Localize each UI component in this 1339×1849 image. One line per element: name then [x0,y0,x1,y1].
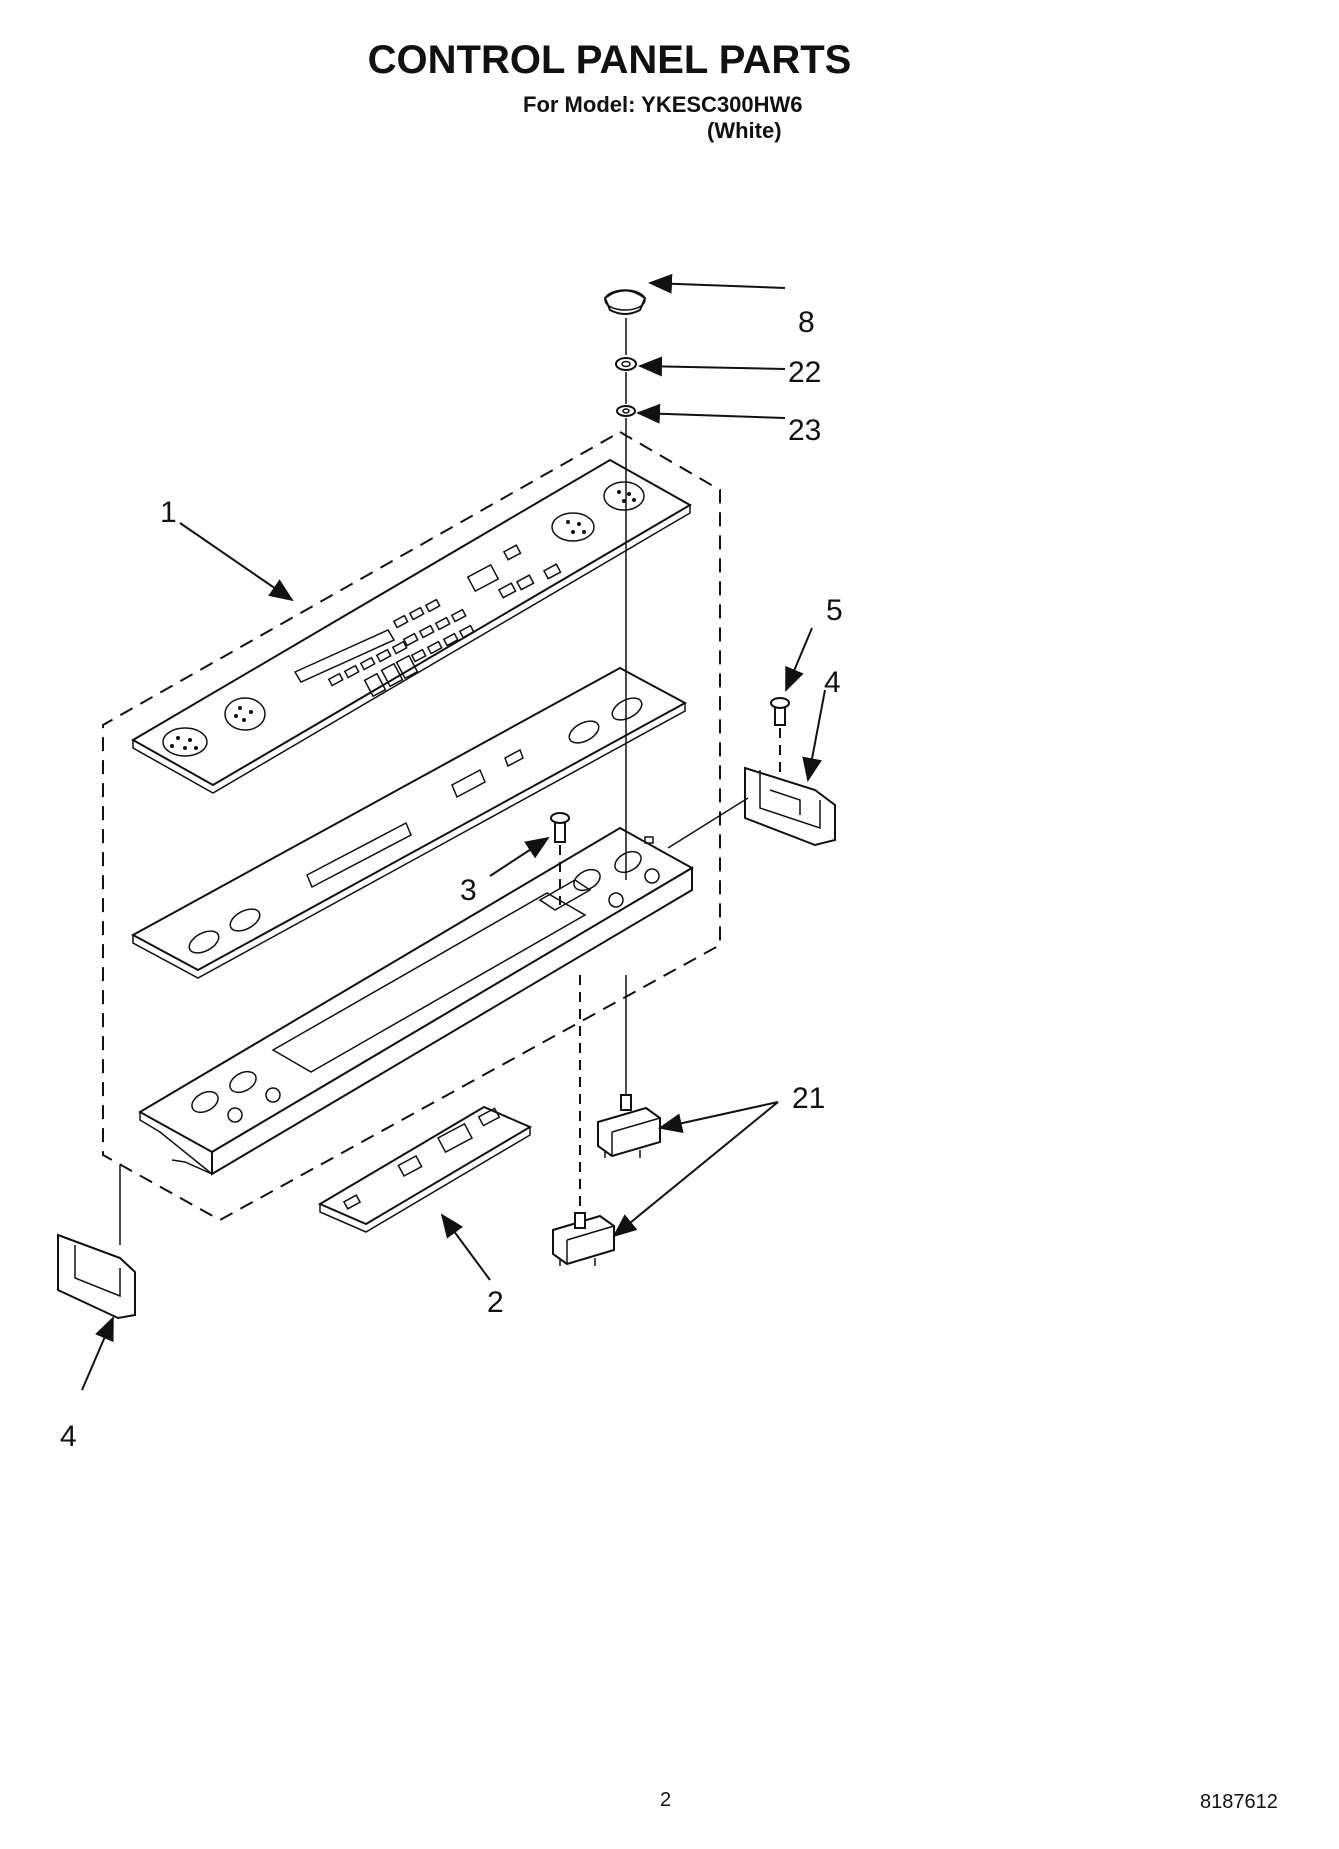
callout-22: 22 [788,356,821,389]
leader-22 [638,356,786,377]
part-22-nut [615,357,637,371]
callout-2: 2 [487,1286,504,1319]
page-number: 2 [660,1789,672,1811]
part-4-right-end-cap [744,766,836,847]
part-21-switch-lower [552,1212,615,1266]
page-title: CONTROL PANEL PARTS [367,38,852,82]
callout-23: 23 [788,414,821,447]
part-1-overlay [130,458,693,794]
leader-3 [489,836,550,877]
callout-5: 5 [826,594,843,627]
leader-5 [785,627,813,692]
part-5-screw [770,697,790,785]
leader-1 [179,522,294,602]
leader-8 [648,273,786,294]
part-21-switch-upper [597,1094,661,1158]
leader-2 [440,1213,491,1281]
leader-21-lower [612,1101,779,1238]
part-8-knob [603,289,647,315]
part-3-screw [550,812,570,905]
model-variant: (White) [707,118,782,143]
leader-4-left [81,1316,114,1391]
callout-4-left: 4 [60,1420,77,1453]
leader-4-right [802,689,826,782]
part-23-washer [616,405,636,417]
leader-23 [636,403,786,424]
callout-3: 3 [460,874,477,907]
backing-panel [130,666,688,979]
control-panel-housing [137,826,695,1176]
callout-8: 8 [798,306,815,339]
callout-4-right: 4 [824,666,841,699]
document-number: 8187612 [1200,1791,1278,1813]
model-line: For Model: YKESC300HW6 [523,92,803,117]
callout-21: 21 [792,1082,825,1115]
assembly-boundary [102,430,721,1222]
callout-1: 1 [160,496,177,529]
part-2-control-board [317,1105,533,1233]
leader-21-upper [658,1101,779,1134]
part-4-left-end-cap [57,1233,136,1320]
